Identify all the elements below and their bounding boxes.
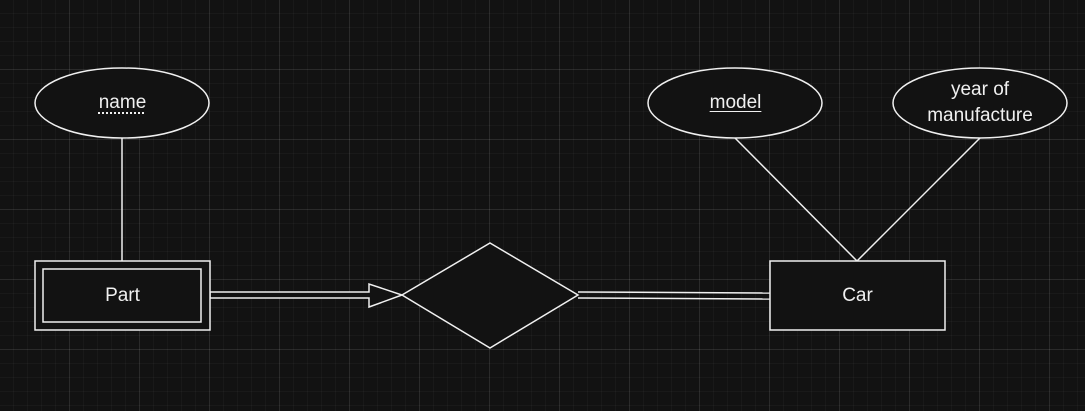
year-attribute: year of manufacture [915, 68, 1045, 138]
part-entity-label: Part [105, 284, 140, 306]
part-entity-shape[interactable] [34, 260, 211, 331]
name-attribute: name [35, 68, 210, 138]
model-attribute-connector [734, 137, 858, 262]
model-attribute-label: model [709, 92, 762, 113]
car-entity-shape[interactable] [769, 260, 946, 331]
car-entity: Car [770, 261, 945, 330]
part-relationship-connector [209, 282, 405, 309]
car-entity-label: Car [842, 284, 873, 306]
year-attribute-ellipse[interactable] [892, 67, 1068, 139]
part-entity: Part [35, 261, 210, 330]
name-attribute-ellipse[interactable] [34, 67, 210, 139]
relationship [402, 243, 578, 348]
model-attribute-ellipse[interactable] [647, 67, 823, 139]
model-attribute: model [648, 68, 823, 138]
name-attribute-label: name [98, 92, 147, 113]
year-attribute-connector [856, 137, 981, 262]
car-relationship-connector [577, 291, 771, 300]
year-attribute-label: year of manufacture [927, 79, 1033, 126]
relationship-diamond[interactable] [400, 242, 580, 349]
